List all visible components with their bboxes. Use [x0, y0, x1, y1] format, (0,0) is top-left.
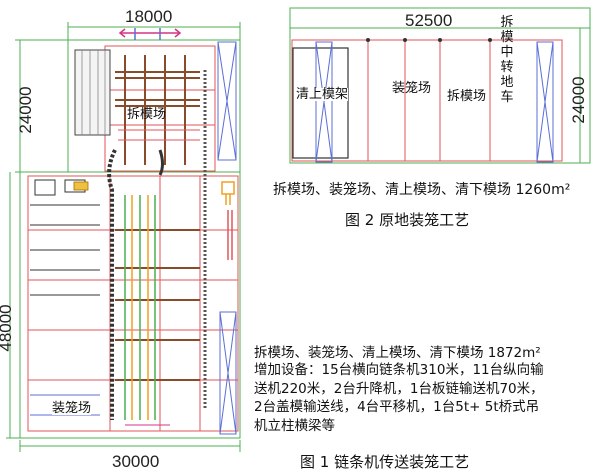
fig1-right-racks [217, 41, 237, 435]
fig1-dim-left-upper-label: 24000 [16, 86, 35, 134]
fig1-lift-unit [221, 181, 235, 205]
fig1-upper-conveyors [115, 55, 200, 165]
fig1-caption: 图 1 链条机传送装笼工艺 [300, 453, 470, 471]
fig2-dim-right-label: 24000 [569, 76, 588, 124]
fig2-area-text: 拆模场、装笼场、清上模场、清下模场 1260m² [273, 182, 571, 198]
fig2-zone-transfer-cart: 拆 模 中 转 地 车 [500, 15, 514, 105]
fig1-area-text: 拆模场、装笼场、清上模场、清下模场 1872m² [254, 345, 541, 361]
fig1-dim-bottom-label: 30000 [112, 452, 160, 471]
figure2-drawing [289, 7, 591, 164]
fig1-cage-zone-label: 装笼场 [52, 401, 92, 416]
fig1-top-arrows [118, 28, 182, 38]
fig2-racks [315, 41, 554, 163]
fig1-equipment-text: 增加设备：15台横向链条机310米，11台纵向输 送机220米，2台升降机，1台… [254, 362, 544, 434]
fig2-upper-mold-rack [292, 47, 349, 159]
fig1-left-stations [30, 179, 100, 296]
fig1-dim-top-label: 18000 [125, 7, 173, 26]
fig2-zone-cage: 装笼场 [392, 81, 432, 96]
fig1-lower-rows [115, 229, 200, 381]
fig1-dismantle-zone-label: 拆模场 [127, 107, 167, 122]
fig2-zone-dismantle: 拆模场 [447, 89, 487, 104]
fig2-dim-top-label: 52500 [405, 11, 453, 30]
fig1-chain-curve [107, 149, 117, 420]
fig2-zone-upper-mold: 清上模架 [296, 87, 349, 102]
figure1-drawing [6, 22, 241, 452]
fig2-outer-frame [289, 7, 591, 164]
fig1-storage-block [74, 49, 111, 136]
fig1-yellow-marker [73, 181, 89, 191]
fig1-dim-bottom [19, 440, 241, 452]
fig1-dim-left-lower-label: 48000 [0, 304, 15, 352]
fig1-lower-hall [19, 171, 241, 439]
fig2-caption: 图 2 原地装笼工艺 [345, 211, 470, 229]
